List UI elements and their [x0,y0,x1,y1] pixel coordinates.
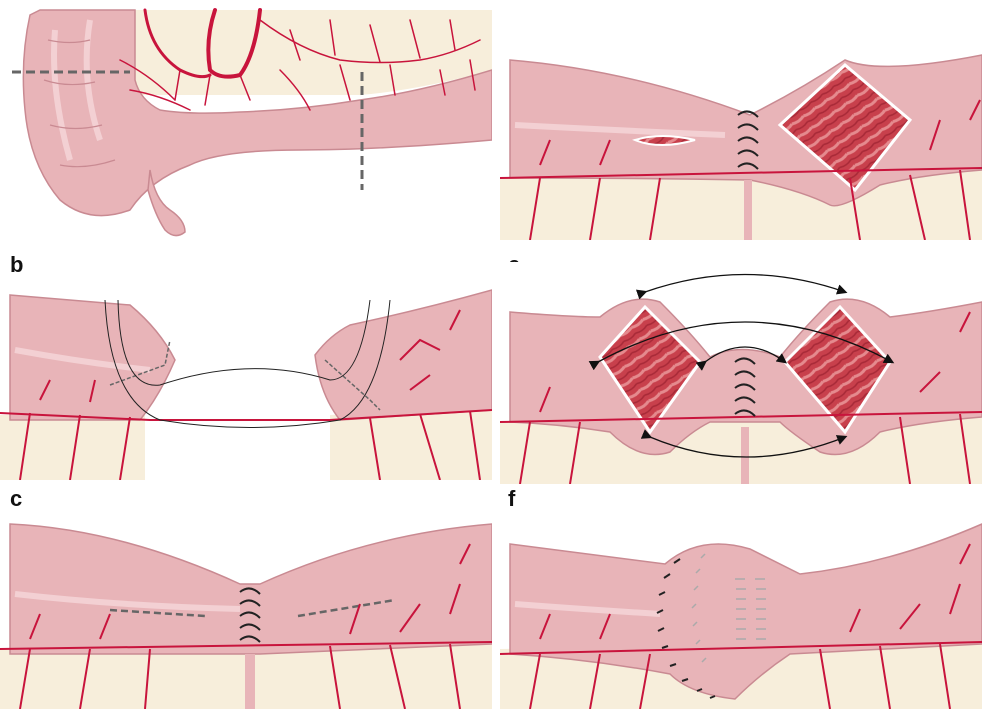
completed-stricturoplasty-illustration [500,514,982,709]
panel-b [0,280,492,480]
panel-d [500,0,982,240]
panel-label-c: c [10,488,22,510]
panel-e [500,262,982,484]
panel-f [500,514,982,709]
panel-label-b: b [10,254,23,276]
end-to-end-anastomosis-illustration [0,514,492,709]
panel-label-f: f [508,488,515,510]
stay-sutures-illustration [0,280,492,480]
transverse-closure-arrows-illustration [500,262,982,484]
resection-lines-illustration [0,0,492,240]
panel-c [0,514,492,709]
antimesenteric-incision-illustration [500,0,982,240]
panel-a [0,0,492,240]
